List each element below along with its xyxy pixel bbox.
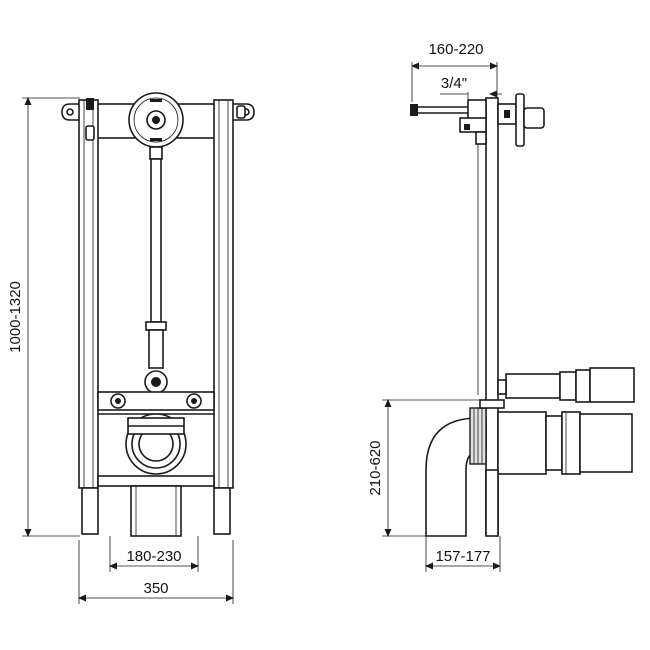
front-top-clip — [86, 98, 94, 110]
dim-total-height: 1000-1320 — [7, 281, 24, 353]
side-top-bracket — [467, 99, 487, 121]
front-view: 1000-1320 180-230 350 — [7, 92, 255, 604]
side-foot — [485, 469, 499, 537]
front-outlet-pipe — [130, 485, 182, 537]
dim-outlet-spacing: 180-230 — [126, 548, 181, 565]
front-right-foot — [213, 487, 231, 535]
side-waste-connector — [497, 411, 547, 475]
front-supply-pipe — [150, 158, 162, 323]
dim-bottom-depth: 157-177 — [435, 548, 490, 565]
dim-frame-width: 350 — [143, 580, 168, 597]
side-frame-upright — [485, 97, 499, 535]
side-valve-flange — [515, 93, 525, 147]
front-left-upright — [78, 99, 99, 489]
side-waste-pipe-end — [579, 413, 633, 473]
dim-top-depth: 160-220 — [428, 41, 483, 58]
dim-thread-size: 3/4" — [441, 75, 467, 92]
side-view: 160-220 3/4" 210-620 157-177 — [367, 41, 635, 572]
front-left-ear-hole — [66, 108, 74, 116]
side-flush-pipe-end — [589, 367, 635, 403]
side-flush-pipe — [505, 373, 561, 399]
front-bottom-crossbar — [97, 475, 215, 487]
side-valve-body — [523, 107, 545, 129]
front-left-foot — [81, 487, 99, 535]
front-right-ear — [231, 103, 255, 121]
front-mid-crossbar — [97, 391, 215, 411]
dim-outlet-height: 210-620 — [367, 440, 384, 495]
front-right-upright — [213, 99, 234, 489]
